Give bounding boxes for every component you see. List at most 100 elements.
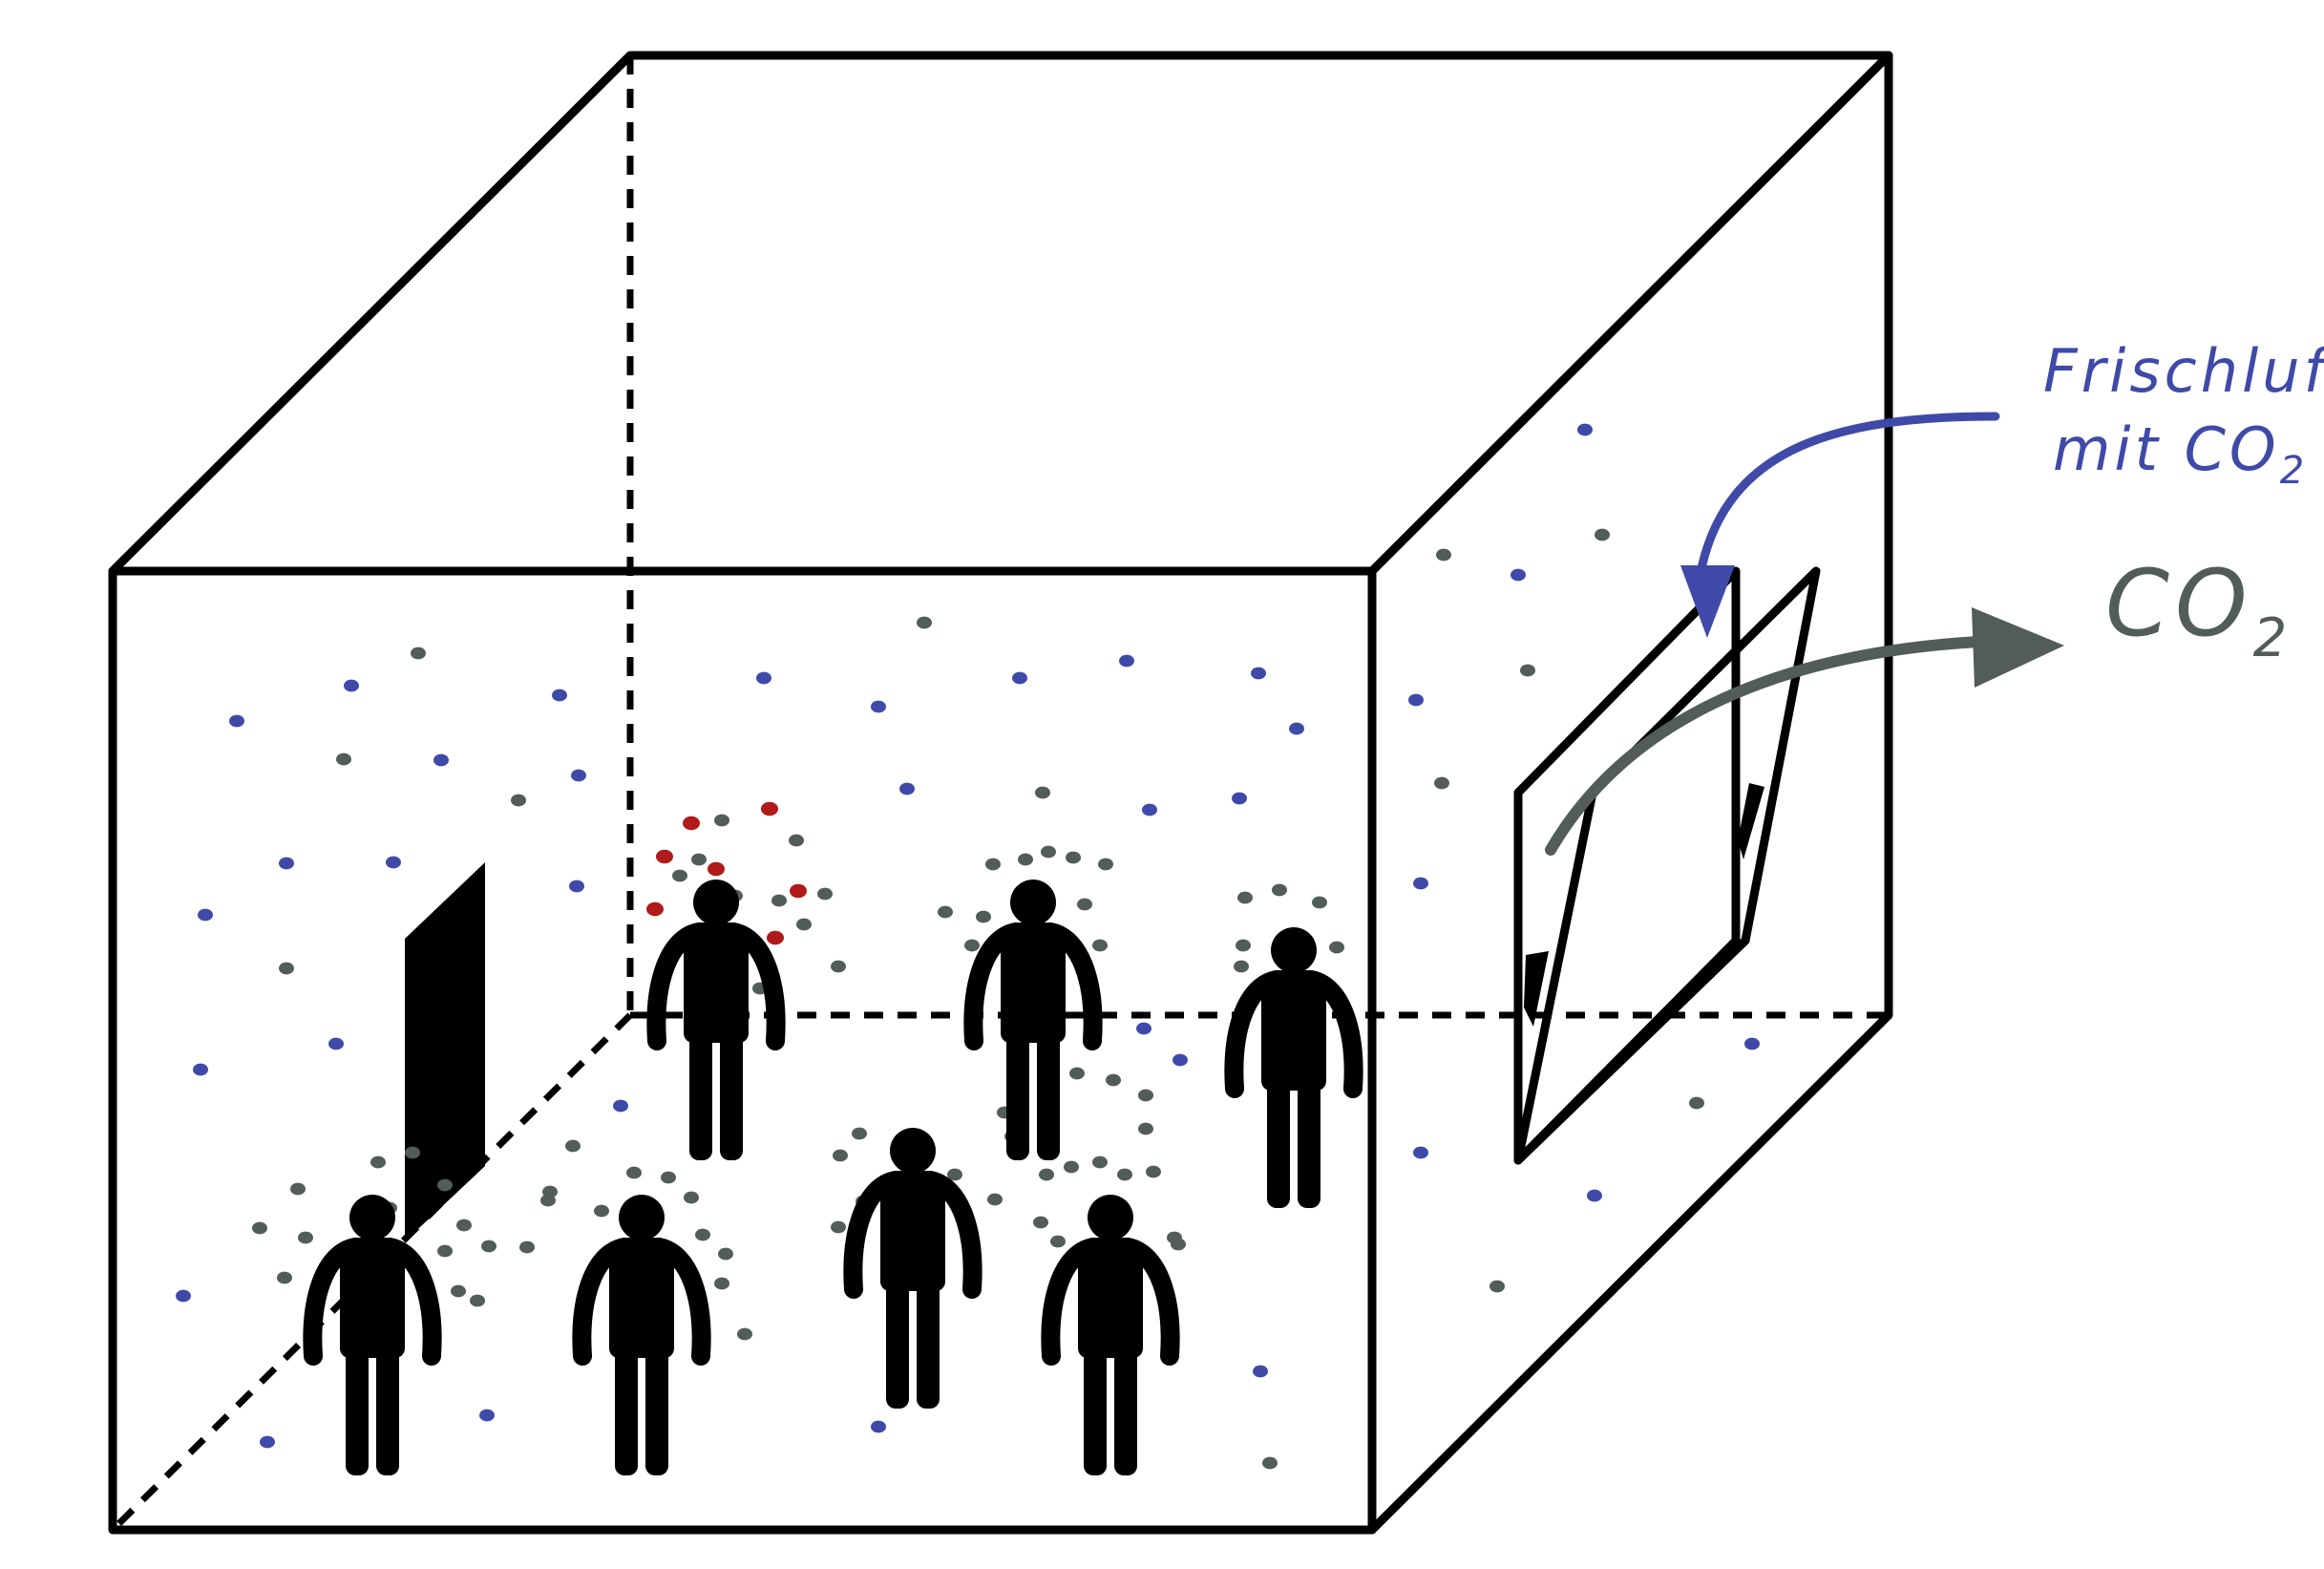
co2-particle: [938, 905, 953, 919]
co2-particle: [1237, 891, 1253, 904]
co2-particle: [1117, 1168, 1132, 1181]
fresh-air-particle: [569, 880, 584, 893]
fresh-air-particle: [279, 857, 294, 870]
co2-particle: [1092, 1156, 1108, 1169]
fresh-air-particle: [871, 700, 886, 713]
co2-particle: [1066, 851, 1081, 864]
infectious-particle: [708, 861, 725, 877]
co2-particle: [1064, 1160, 1079, 1174]
co2-particle: [1167, 1231, 1182, 1244]
co2-particle: [672, 869, 687, 882]
co2-particle: [336, 753, 351, 766]
co2-particle: [451, 1284, 466, 1298]
co2-particle: [481, 1240, 496, 1253]
open-window: [1513, 566, 1821, 1165]
fresh-air-particle: [1012, 671, 1027, 685]
fresh-air-particle: [552, 689, 567, 702]
co2-particle: [626, 1166, 642, 1179]
co2-particle: [691, 853, 707, 866]
co2-particle: [831, 1220, 846, 1234]
fresh-air-particle: [433, 753, 449, 767]
window-handle-2: [1524, 951, 1549, 1027]
co2-particle: [917, 616, 932, 629]
co2-particle: [985, 858, 1001, 871]
co2-particle: [456, 1219, 472, 1232]
co2-particle: [594, 1204, 609, 1218]
fresh-air-label-line1: Frischluft: [2043, 336, 2324, 406]
fresh-air-particle: [1408, 693, 1424, 707]
co2-particle: [1595, 528, 1610, 541]
co2-particle: [1041, 845, 1056, 859]
fresh-air-particle: [1253, 1365, 1268, 1378]
infectious-particle: [767, 930, 784, 945]
co2-particle: [511, 794, 526, 807]
co2-particles: [252, 528, 1704, 1470]
fresh-air-particle: [1142, 803, 1157, 816]
fresh-air-particle: [871, 1420, 886, 1433]
fresh-air-particle: [1744, 1037, 1760, 1050]
co2-particle: [411, 647, 426, 660]
co2-particle: [964, 939, 980, 952]
person-icon: [312, 1195, 432, 1475]
co2-particle: [1077, 898, 1092, 911]
co2-particle: [1050, 1235, 1066, 1248]
door: [405, 862, 485, 1241]
co2-particle: [1033, 1216, 1048, 1229]
co2-particle: [437, 1178, 453, 1192]
fresh-air-particle: [1232, 792, 1247, 805]
person-icon: [581, 1195, 701, 1475]
co2-particle: [1069, 1067, 1085, 1080]
infectious-particle: [656, 849, 673, 864]
fresh-air-particle: [479, 1409, 495, 1422]
co2-particle: [1434, 776, 1449, 790]
co2-particle: [1436, 548, 1451, 562]
fresh-air-particle: [899, 782, 915, 795]
co2-particle: [1039, 1168, 1054, 1181]
co2-particle: [1312, 896, 1327, 909]
co2-particle: [1138, 1122, 1153, 1135]
co2-particle: [405, 1146, 420, 1159]
co2-particle: [1262, 1456, 1278, 1470]
co2-particle: [277, 1271, 292, 1284]
fresh-air-particle: [260, 1435, 275, 1449]
co2-particle: [796, 918, 812, 931]
fresh-air-particle: [344, 679, 359, 692]
fresh-air-arrow: [1680, 412, 2000, 638]
co2-particle: [279, 962, 294, 975]
person-icon: [973, 880, 1092, 1160]
co2-particle: [1489, 1280, 1505, 1293]
person-icon: [1234, 927, 1353, 1208]
window-handle: [1738, 783, 1764, 859]
co2-particle: [252, 1221, 267, 1235]
window-frame: [1513, 566, 1741, 1165]
fresh-air-particle: [193, 1063, 208, 1076]
co2-arrowhead-icon: [1972, 607, 2064, 688]
co2-particle: [370, 1156, 386, 1169]
co2-particle: [987, 1193, 1003, 1206]
co2-particle: [737, 1327, 752, 1341]
co2-particle: [437, 1244, 453, 1258]
co2-particle: [1236, 939, 1251, 952]
co2-particle: [470, 1294, 485, 1307]
fresh-air-particle: [229, 714, 244, 728]
co2-particle: [519, 1240, 535, 1254]
window-sash: [1513, 566, 1821, 1165]
co2-particle: [695, 1228, 710, 1241]
co2-particle: [1329, 941, 1344, 954]
fresh-air-particle: [176, 1289, 191, 1303]
fresh-air-particle: [1587, 1189, 1602, 1202]
fresh-air-arrowhead-icon: [1680, 565, 1735, 638]
infectious-particle: [646, 901, 664, 917]
person-icon: [1050, 1195, 1170, 1475]
co2-particle: [718, 1247, 733, 1261]
co2-particle: [771, 894, 787, 907]
co2-particle: [290, 1182, 306, 1196]
fresh-air-particle: [1577, 423, 1593, 436]
fresh-air-particle: [1511, 568, 1526, 582]
co2-particle: [542, 1185, 558, 1198]
co2-particle: [1018, 853, 1033, 866]
co2-particle: [1138, 1089, 1153, 1102]
fresh-air-particle: [198, 908, 213, 922]
fresh-air-particle: [571, 769, 586, 782]
